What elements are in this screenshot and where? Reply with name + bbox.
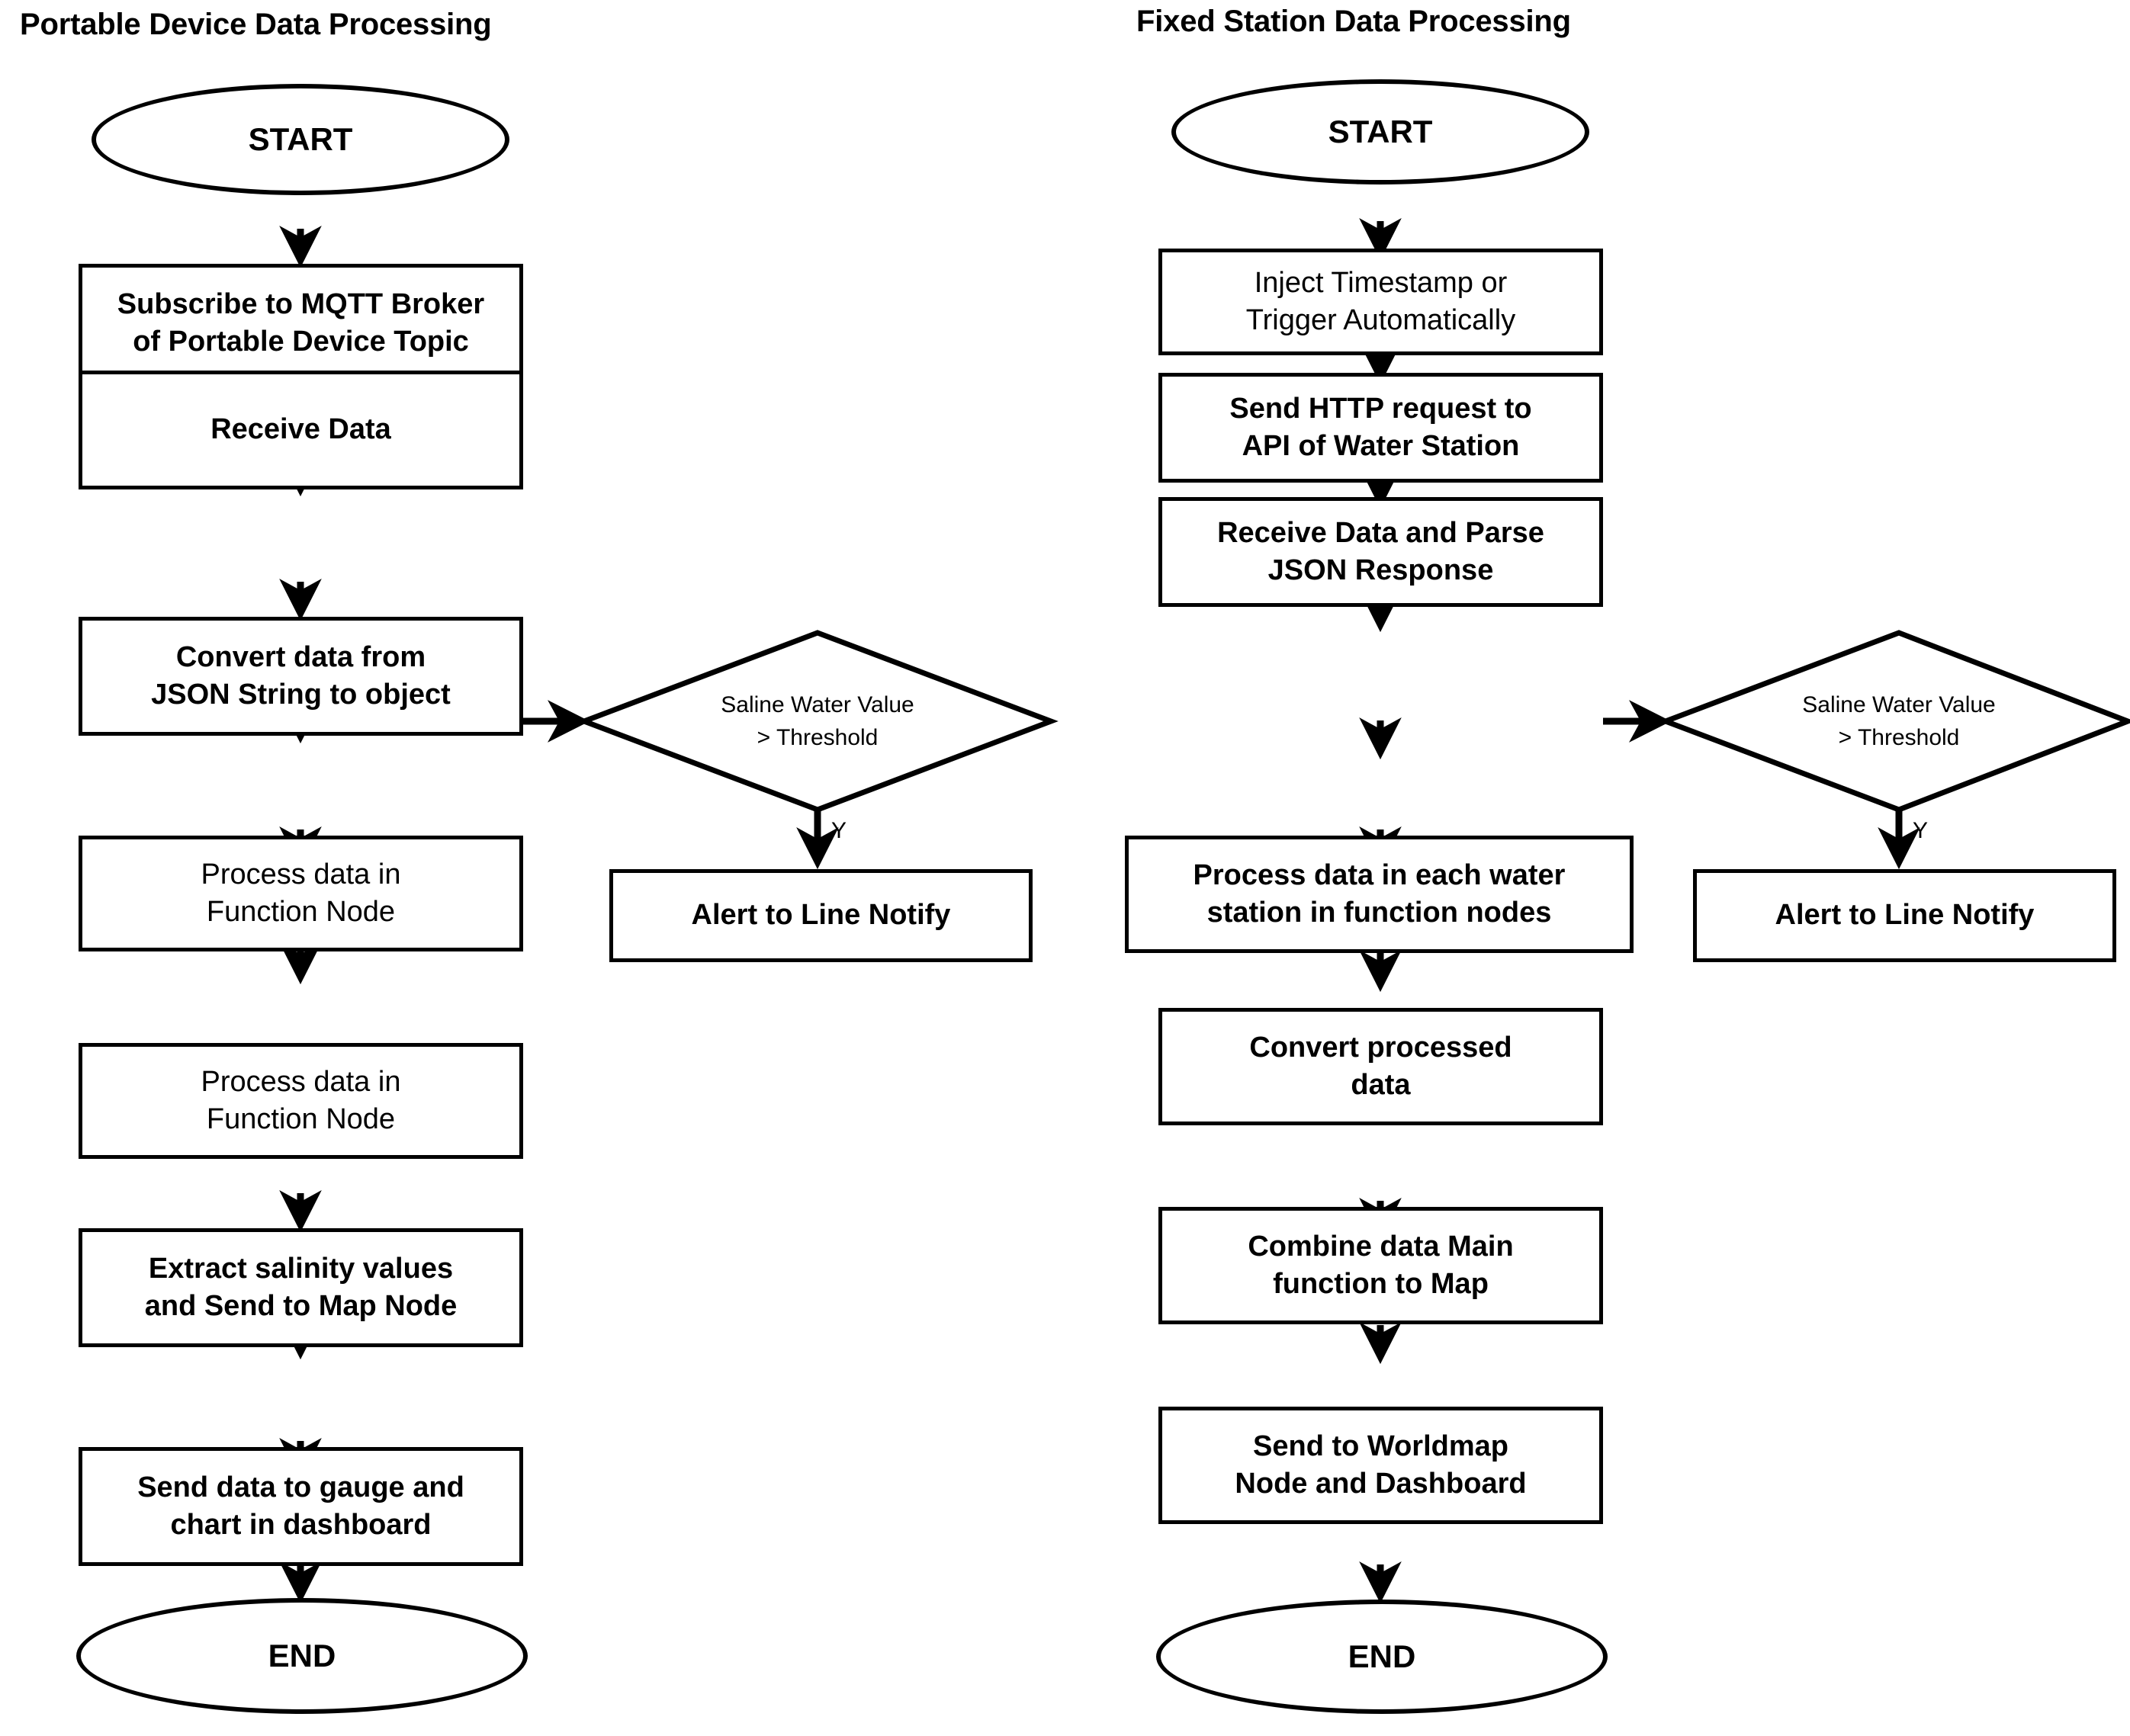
edge-label-yes-left: Y [831,818,847,843]
node-receive-data[interactable]: Receive Data [79,371,523,489]
column-title-fixed: Fixed Station Data Processing [1136,5,1571,38]
node-decision-saline-left[interactable]: Saline Water Value> Threshold [660,668,975,775]
node-start-fixed[interactable]: START [1171,79,1589,185]
edge-label-yes-right: Y [1913,818,1929,843]
node-start-portable[interactable]: START [92,84,509,195]
node-alert-line-notify-left[interactable]: Alert to Line Notify [609,869,1033,962]
decision-label-right: Saline Water Value> Threshold [1802,692,1996,751]
node-end-fixed[interactable]: END [1156,1600,1608,1714]
node-end-portable[interactable]: END [76,1598,528,1714]
decision-label-left: Saline Water Value> Threshold [721,692,914,751]
node-alert-line-notify-right[interactable]: Alert to Line Notify [1693,869,2116,962]
column-title-portable: Portable Device Data Processing [20,8,492,41]
node-decision-saline-right[interactable]: Saline Water Value> Threshold [1742,668,2056,775]
